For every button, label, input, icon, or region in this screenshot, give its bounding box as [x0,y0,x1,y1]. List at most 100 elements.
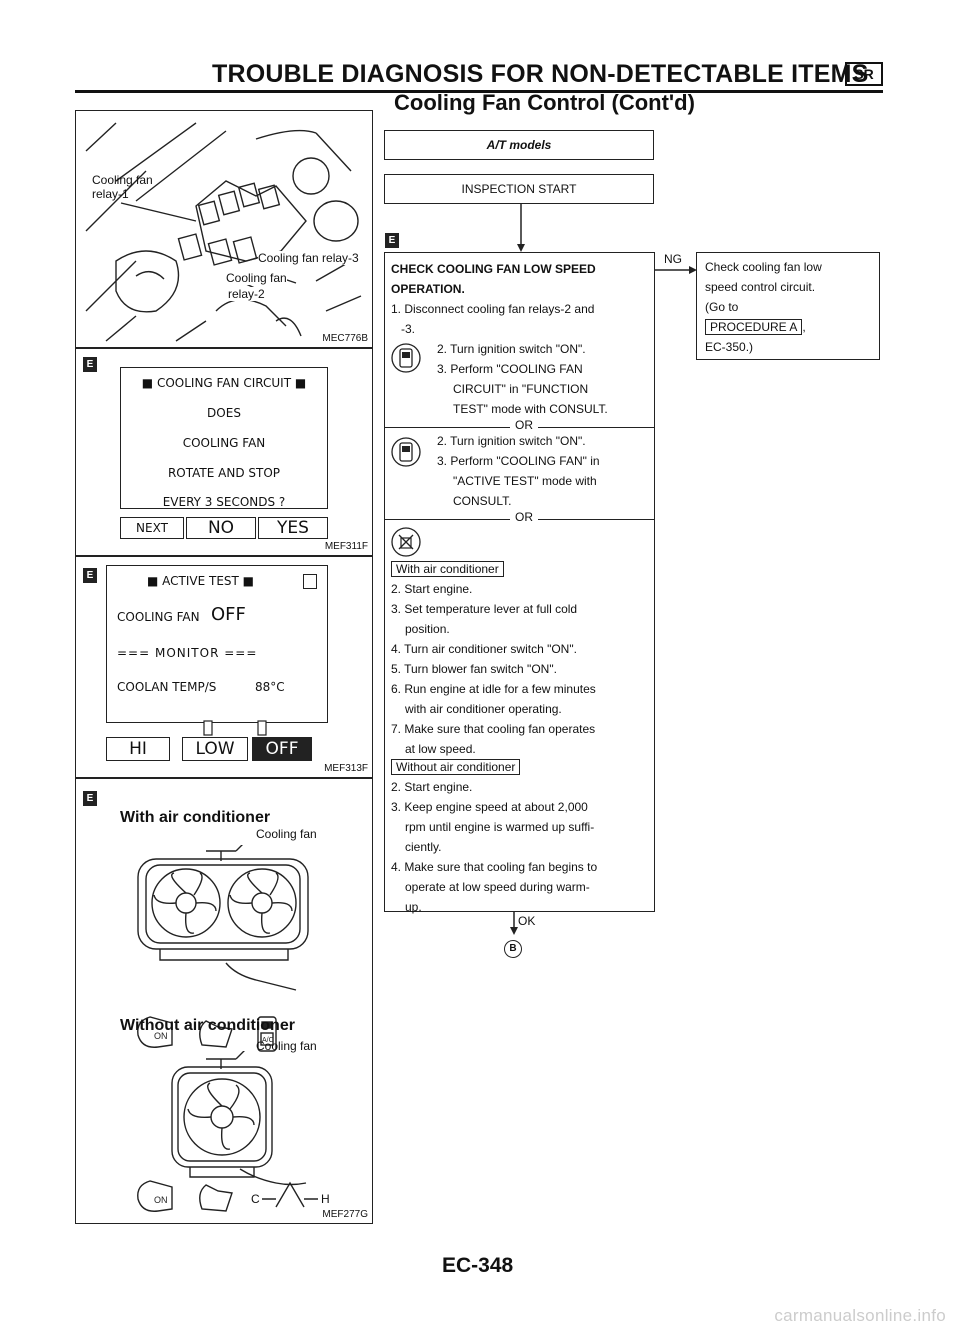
cooling-fan-label: Cooling fan [256,827,317,841]
step-text: "ACTIVE TEST" mode with [453,474,597,488]
active-test-screen: ■ ACTIVE TEST ■ COOLING FAN OFF === MONI… [106,565,328,723]
model-label: A/T models [486,138,552,152]
figure-code: MEF277G [322,1209,368,1220]
ignition-ac-icons: ON A/C [137,1016,277,1052]
ng-text: speed control circuit. [705,280,816,294]
procedure-link[interactable]: PROCEDURE A, [705,317,806,337]
without-ac-heading: Without air conditioner [120,1017,295,1034]
check-box: CHECK COOLING FAN LOW SPEED OPERATION. 1… [384,252,655,914]
consult-icon [391,437,421,467]
step-text: 4. Make sure that cooling fan begins to [391,860,598,874]
screen-line: EVERY 3 SECONDS ? [162,495,286,509]
start-label: INSPECTION START [461,182,577,196]
dual-fan-drawing [137,845,309,991]
ng-text: (Go to [705,300,739,314]
next-button[interactable]: NEXT [120,517,184,539]
next-ref-icon: B [504,940,522,958]
consult-icon [391,343,421,373]
consult-circuit-figure: E ■ COOLING FAN CIRCUIT ■ DOES COOLING F… [75,348,373,556]
step-text: 5. Turn blower fan switch "ON". [391,662,557,676]
label-relay3: Cooling fan relay-3 [258,251,359,265]
screen-line: ROTATE AND STOP [167,466,281,480]
page-subtitle: Cooling Fan Control (Cont'd) [394,90,695,115]
low-button[interactable]: LOW [182,737,248,761]
watermark: carmanualsonline.info [774,1306,946,1325]
section-badge: SR [845,62,883,86]
engine-bay-drawing [85,122,362,342]
monitor-line: === MONITOR === [117,646,258,660]
screen-line: COOLING FAN [182,436,266,450]
c-label: C [251,1192,260,1206]
or-label: OR [510,510,538,524]
ng-text: EC-350.) [705,340,754,354]
step-text: up. [405,900,422,914]
procedure-link-text[interactable]: PROCEDURE A [705,319,803,335]
with-ac-tag: With air conditioner [391,559,504,579]
without-ac-tag-text: Without air conditioner [391,759,521,775]
ng-label: NG [664,252,682,266]
pointer-hand-icons [203,720,267,736]
step-text: 3. Set temperature lever at full cold [391,602,578,616]
or-label: OR [510,418,538,432]
step-text: 2. Start engine. [391,780,473,794]
step-text: CONSULT. [453,494,512,508]
step-text: 1. Disconnect cooling fan relays-2 and [391,302,595,316]
step-text: ciently. [405,840,442,854]
off-button[interactable]: OFF [252,737,312,761]
without-ac-tag: Without air conditioner [391,757,521,777]
step-text: 3. Perform "COOLING FAN [437,362,583,376]
step-text: with air conditioner operating. [405,702,562,716]
step-text: operate at low speed during warm- [405,880,590,894]
h-label: H [321,1192,330,1206]
figure-code: MEF313F [324,763,368,774]
cooling-fan-label: Cooling fan [256,1039,317,1053]
coolan-label: COOLAN TEMP/S [117,680,217,694]
step-text: 2. Turn ignition switch "ON". [437,434,586,448]
ok-arrow [510,912,518,935]
ignition-temp-icons: ON [137,1180,318,1212]
figure-code: MEC776B [322,333,368,344]
header-rule [75,90,883,93]
step-text: 7. Make sure that cooling fan operates [391,722,596,736]
svg-text:A/C: A/C [262,1037,274,1044]
ng-box: Check cooling fan low speed control circ… [696,252,880,360]
step-text: 3. Perform "COOLING FAN" in [437,454,600,468]
consult-e-icon: E [83,357,97,372]
step-text: CIRCUIT" in "FUNCTION [453,382,589,396]
cooling-fan-value: OFF [211,604,246,625]
label-relay1: Cooling fan relay-1 [92,173,153,201]
single-fan-drawing [171,1051,307,1186]
step-text: 2. Start engine. [391,582,473,596]
yes-button[interactable]: YES [258,517,328,539]
step-text: 2. Turn ignition switch "ON". [437,342,586,356]
label-fan-relay2: Cooling fan [226,271,287,285]
svg-text:ON: ON [154,1031,168,1041]
cooling-fan-label: COOLING FAN [117,610,200,624]
step-text: 3. Keep engine speed at about 2,000 [391,800,588,814]
start-box: INSPECTION START [384,174,654,204]
coolan-value: 88°C [255,680,285,694]
label-relay2: relay-2 [228,287,265,301]
tester-icon [391,527,421,557]
screen-line: DOES [207,406,241,420]
step-text: 4. Turn air conditioner switch "ON". [391,642,577,656]
step-text: -3. [401,322,416,336]
e-icon: E [385,233,399,248]
figure-code: MEF311F [324,541,368,552]
screen-title: ■ ACTIVE TEST ■ [147,574,255,588]
flow-arrow [517,204,525,252]
consult-e-icon: E [83,568,97,583]
checkbox-icon[interactable] [303,574,317,589]
hi-button[interactable]: HI [106,737,170,761]
check-title: CHECK COOLING FAN LOW SPEED OPERATION. [391,262,596,296]
screen-title: ■ COOLING FAN CIRCUIT ■ [141,376,307,390]
no-button[interactable]: NO [186,517,256,539]
step-text: 6. Run engine at idle for a few minutes [391,682,596,696]
ng-arrow [655,266,697,274]
with-ac-tag-text: With air conditioner [391,561,504,577]
ng-text: Check cooling fan low [705,260,822,274]
model-box: A/T models [384,130,654,160]
consult-screen: ■ COOLING FAN CIRCUIT ■ DOES COOLING FAN… [120,367,328,509]
step-text: TEST" mode with CONSULT. [453,402,608,416]
relay-figure: Cooling fan relay-1 Cooling fan relay-3 … [75,110,373,348]
